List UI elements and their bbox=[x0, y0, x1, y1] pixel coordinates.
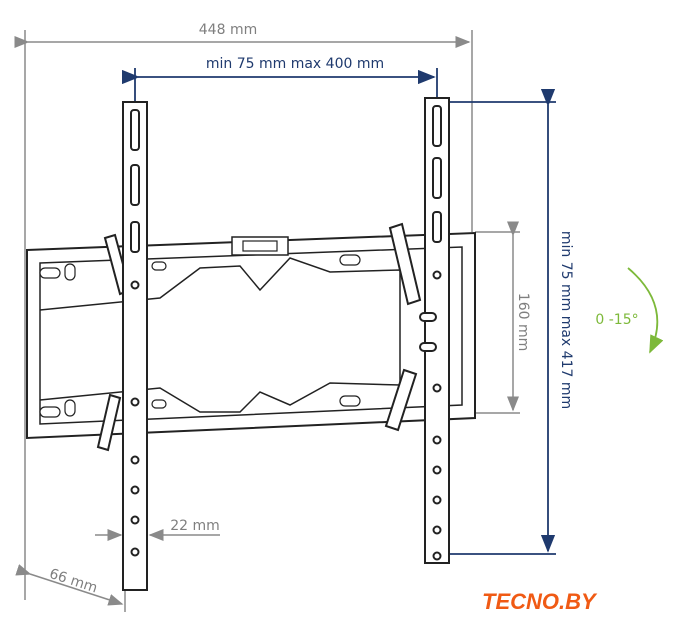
vesa-horizontal-dimension bbox=[121, 68, 438, 102]
tecno-by-logo: TECNO.BY bbox=[482, 589, 598, 614]
plate-height-label: 160 mm bbox=[515, 293, 531, 351]
wall-plate bbox=[26, 222, 476, 452]
overall-width-label: 448 mm bbox=[199, 22, 257, 38]
wall-distance-label: 66 mm bbox=[47, 566, 99, 597]
left-vertical-arm bbox=[122, 101, 148, 591]
plate-height-dimension bbox=[475, 221, 520, 414]
arm-width-label: 22 mm bbox=[170, 518, 220, 534]
vesa-horizontal-label: min 75 mm max 400 mm bbox=[206, 56, 384, 72]
svg-text:TECNO.BY: TECNO.BY bbox=[482, 589, 598, 614]
vesa-vertical-dimension bbox=[440, 88, 556, 555]
tilt-arrow-icon bbox=[627, 267, 664, 354]
vesa-vertical-label: min 75 mm max 417 mm bbox=[558, 231, 574, 409]
overall-width-dimension bbox=[14, 30, 473, 600]
right-vertical-arm bbox=[419, 97, 450, 564]
tilt-label: 0 -15° bbox=[595, 312, 638, 328]
wall-distance-dimension bbox=[15, 564, 126, 612]
